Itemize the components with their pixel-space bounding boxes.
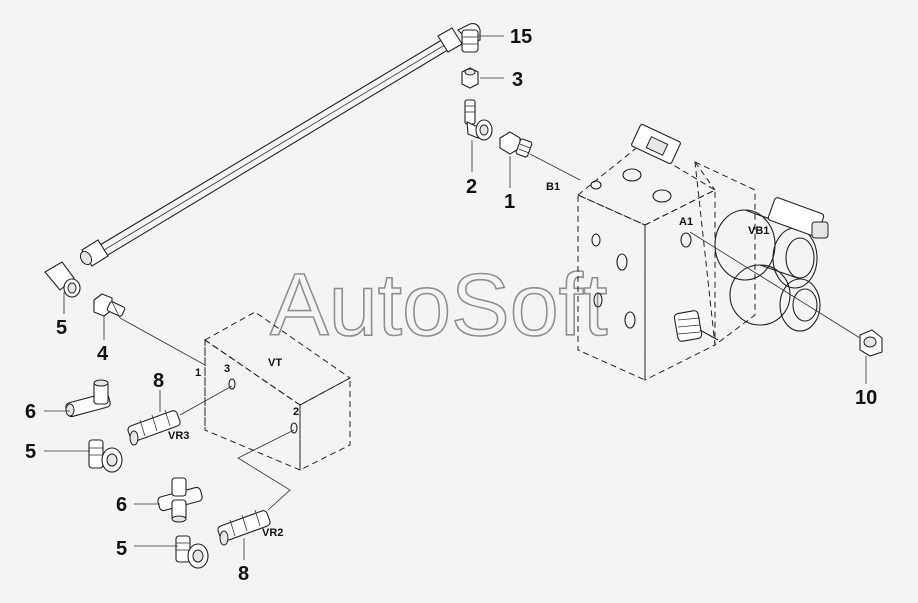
port-vt-1: 1 bbox=[195, 367, 201, 379]
adapter-part-1 bbox=[499, 131, 533, 158]
adapter-part-4 bbox=[93, 293, 126, 319]
nut-part-3 bbox=[461, 67, 479, 89]
valve-part-8-vr3 bbox=[127, 409, 181, 446]
callout-8-lower: 8 bbox=[238, 563, 249, 585]
callout-4: 4 bbox=[97, 343, 109, 365]
callouts: 15 3 2 1 5 4 8 6 5 6 5 8 10 bbox=[25, 26, 877, 585]
callout-6-upper: 6 bbox=[25, 401, 36, 423]
tee-part-6-upper bbox=[65, 379, 111, 418]
elbow-part-5-top bbox=[44, 261, 81, 298]
port-b1: B1 bbox=[546, 181, 560, 193]
vt-block bbox=[204, 311, 351, 471]
callout-8-upper: 8 bbox=[153, 370, 164, 392]
hose-assembly bbox=[79, 23, 481, 267]
callout-5-top: 5 bbox=[56, 317, 67, 339]
valve-part-8-vr2 bbox=[217, 509, 271, 546]
callout-1: 1 bbox=[504, 191, 515, 213]
leader-lines bbox=[44, 35, 867, 560]
plug-part-10 bbox=[859, 329, 883, 357]
callout-5-mid: 5 bbox=[25, 441, 36, 463]
elbow-part-5-mid bbox=[88, 439, 123, 473]
port-vr3: VR3 bbox=[168, 430, 189, 442]
tee-part-6-lower bbox=[157, 477, 203, 523]
valve-block bbox=[577, 123, 829, 381]
watermark: AutoSoft bbox=[270, 255, 608, 354]
port-labels: B1 A1 VB1 VT 1 3 2 VR3 VR2 bbox=[168, 181, 769, 539]
port-vt: VT bbox=[268, 357, 282, 369]
callout-10: 10 bbox=[855, 387, 877, 409]
callout-6-lower: 6 bbox=[116, 494, 127, 516]
port-vt-3: 3 bbox=[224, 363, 230, 375]
callout-5-bottom: 5 bbox=[116, 538, 127, 560]
port-a1: A1 bbox=[679, 216, 693, 228]
port-vt-2: 2 bbox=[293, 406, 299, 418]
callout-3: 3 bbox=[512, 69, 523, 91]
port-vr2: VR2 bbox=[262, 527, 283, 539]
elbow-part-5-bottom bbox=[175, 535, 209, 569]
callout-15: 15 bbox=[510, 26, 532, 48]
callout-2: 2 bbox=[466, 176, 477, 198]
elbow-part-2 bbox=[464, 99, 493, 141]
port-vb1: VB1 bbox=[748, 225, 769, 237]
